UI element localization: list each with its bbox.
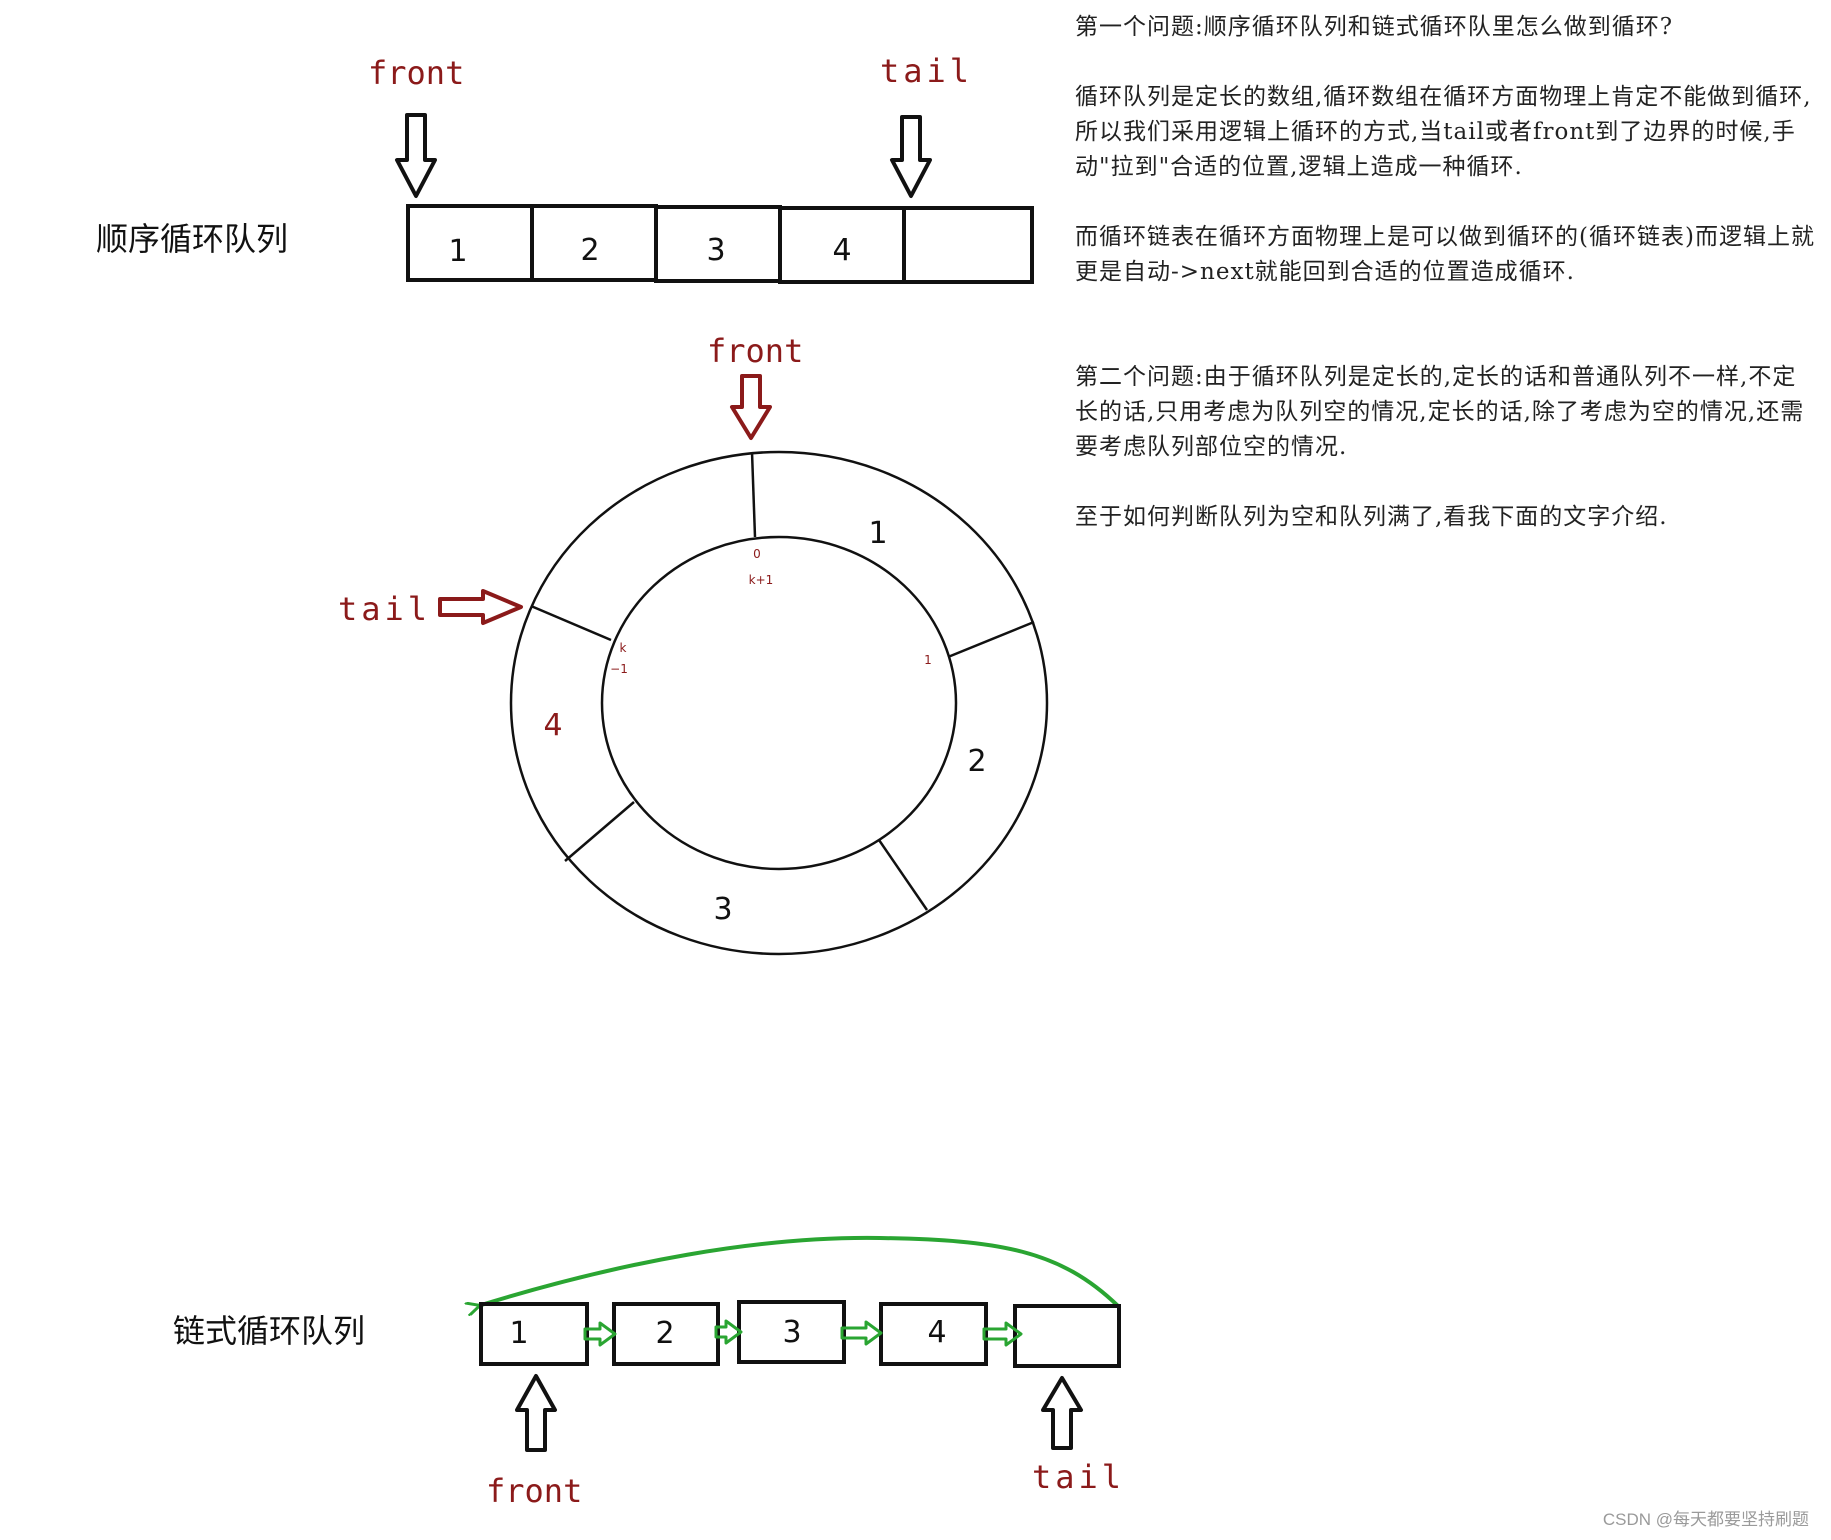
ring-front-arrow-icon	[730, 374, 772, 440]
next-arrow-3-icon	[840, 1320, 883, 1346]
ring-divider-left	[530, 604, 612, 642]
ring-front-label: front	[707, 332, 803, 370]
ring-divider-bottom-right	[877, 839, 929, 911]
ring-shape	[509, 450, 1049, 956]
linked-return-arrow	[478, 1235, 1120, 1306]
sequential-front-arrow-icon	[395, 113, 437, 198]
ring-index-left-k: k	[620, 641, 627, 655]
next-arrow-1-icon	[583, 1321, 617, 1347]
ring-tail-label: tail	[338, 590, 431, 628]
watermark: CSDN @每天都要坚持刷题	[1602, 1510, 1809, 1529]
sequential-tail-label: tail	[880, 52, 973, 90]
note-answer-linked: 而循环链表在循环方面物理上是可以做到循环的(循环链表)而逻辑上就更是自动->ne…	[1075, 224, 1815, 285]
linked-front-label: front	[486, 1472, 582, 1510]
sequential-tail-arrow-icon	[890, 115, 932, 198]
ring-divider-bottom-left	[564, 801, 635, 862]
ring-tail-arrow-icon	[438, 589, 523, 625]
linked-tail-arrow-icon	[1041, 1376, 1083, 1450]
note-question-1: 第一个问题:顺序循环队列和链式循环队里怎么做到循环?	[1075, 14, 1674, 40]
ring-index-top: 0	[753, 547, 761, 561]
sequential-cell-3: 3	[706, 233, 725, 268]
ring-segment-2: 2	[967, 744, 986, 779]
sequential-cell-2: 2	[580, 233, 599, 268]
sequential-cell-4: 4	[832, 233, 851, 268]
ring-index-top-sub: k+1	[749, 573, 774, 587]
note-question-2: 第二个问题:由于循环队列是定长的,定长的话和普通队列不一样,不定长的话,只用考虑…	[1075, 364, 1805, 460]
next-arrow-4-icon	[982, 1321, 1023, 1347]
next-arrow-2-icon	[714, 1319, 743, 1345]
sequential-array	[406, 204, 1034, 284]
linked-node-1: 1	[509, 1316, 528, 1351]
ring-index-right: 1	[924, 653, 932, 667]
ring-divider-top	[750, 451, 757, 538]
linked-tail-label: tail	[1032, 1458, 1125, 1496]
linked-nodes	[479, 1300, 1121, 1368]
ring-index-left-minus: −1	[610, 662, 628, 676]
linked-node-2: 2	[655, 1316, 674, 1351]
note-followup: 至于如何判断队列为空和队列满了,看我下面的文字介绍.	[1075, 504, 1668, 530]
sequential-title: 顺序循环队列	[96, 220, 288, 258]
linked-next-arrows	[583, 1319, 1023, 1347]
ring-segment-3: 3	[713, 892, 732, 927]
sequential-front-label: front	[368, 54, 464, 92]
ring-segment-1: 1	[868, 516, 887, 551]
note-answer-array: 循环队列是定长的数组,循环数组在循环方面物理上肯定不能做到循环,所以我们采用逻辑…	[1075, 84, 1812, 180]
linked-node-4: 4	[927, 1315, 946, 1350]
linked-front-arrow-icon	[515, 1374, 557, 1452]
ring-divider-right	[947, 620, 1035, 659]
linked-node-3: 3	[782, 1315, 801, 1350]
sequential-cell-1: 1	[448, 234, 467, 269]
explanation-notes: 第一个问题:顺序循环队列和链式循环队里怎么做到循环? 循环队列是定长的数组,循环…	[1075, 10, 1815, 570]
linked-title: 链式循环队列	[173, 1312, 365, 1350]
ring-segment-4: 4	[543, 708, 562, 743]
